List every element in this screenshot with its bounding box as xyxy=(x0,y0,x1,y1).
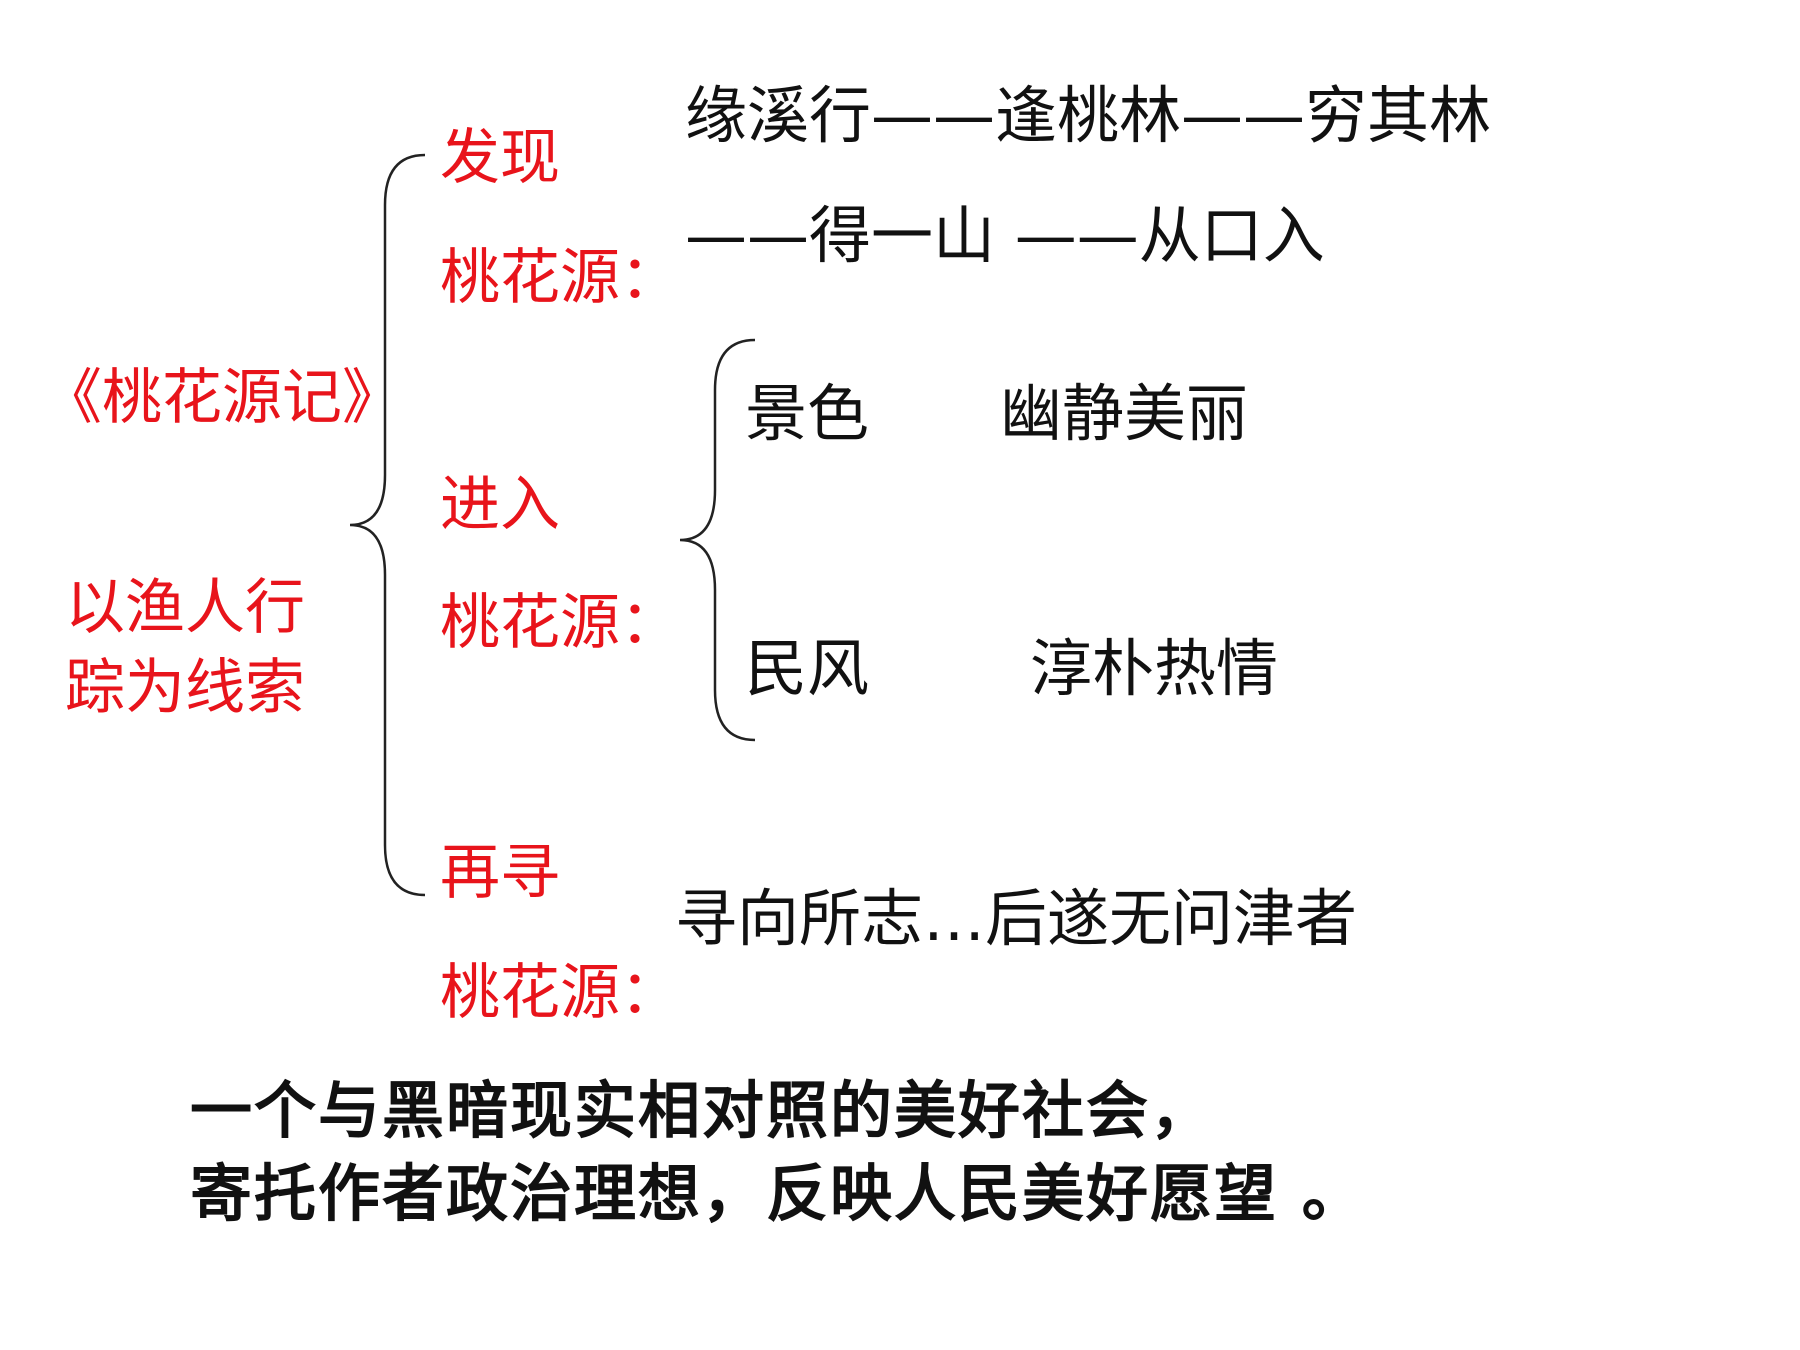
discover-line-1: 缘溪行——逢桃林——穷其林 xyxy=(685,79,1492,152)
section-enter-heading-1: 进入 xyxy=(440,470,560,540)
section-enter-heading-2: 桃花源： xyxy=(440,588,680,658)
seek-text: 寻向所志…后遂无问津者 xyxy=(675,882,1358,955)
enter-scenery-desc: 幽静美丽 xyxy=(1000,377,1249,450)
conclusion-line-2: 寄托作者政治理想，反映人民美好愿望 。 xyxy=(190,1157,1366,1230)
enter-brace xyxy=(679,338,756,742)
enter-scenery-label: 景色 xyxy=(745,377,870,450)
enter-customs-desc: 淳朴热情 xyxy=(1030,632,1279,705)
section-discover-heading-2: 桃花源： xyxy=(440,243,680,313)
main-brace xyxy=(349,153,426,897)
section-seek-heading-2: 桃花源： xyxy=(440,958,680,1028)
section-discover-heading-1: 发现 xyxy=(440,123,560,193)
diagram-title: 《桃花源记》 xyxy=(42,363,402,433)
clue-line-2: 踪为线索 xyxy=(65,653,305,723)
section-seek-heading-1: 再寻 xyxy=(440,838,560,908)
enter-customs-label: 民风 xyxy=(745,632,870,705)
discover-line-2: ——得一山 ——从口入 xyxy=(685,199,1325,272)
conclusion-line-1: 一个与黑暗现实相对照的美好社会， xyxy=(190,1074,1215,1147)
clue-line-1: 以渔人行 xyxy=(65,573,305,643)
